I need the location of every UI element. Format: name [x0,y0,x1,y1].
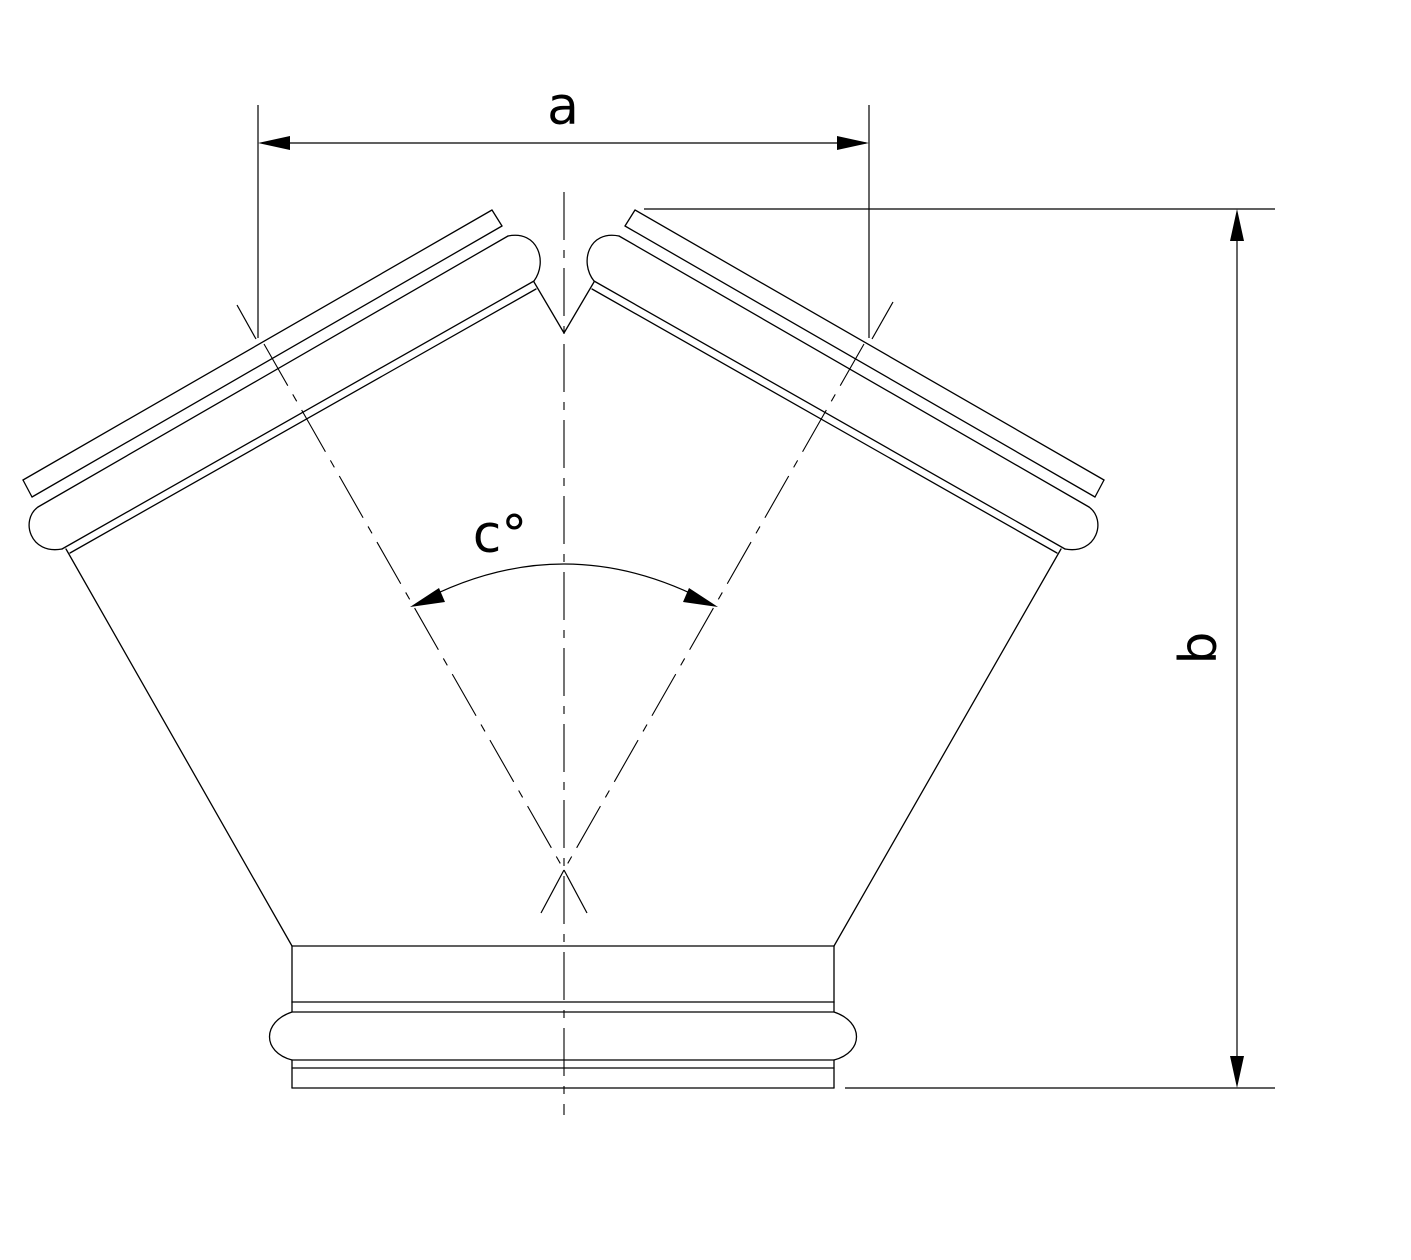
right-branch-flange [586,209,1105,554]
label-angle: c° [473,505,528,565]
spigot-bead-left [268,1001,293,1061]
left-flange-bead-outer [28,506,63,551]
dimension-b: b [644,208,1275,1089]
dimension-angle: c° [410,505,718,607]
right-flange-edge-top [634,209,1105,481]
angle-arc [415,563,713,605]
left-flange-bead-inner [507,234,541,282]
arrowhead-left [258,136,290,150]
left-flange-line-4 [69,288,537,554]
branch-axis-right [563,343,865,871]
left-flange-end-outer [22,479,33,498]
right-flange-line-2 [618,235,1090,508]
label-b: b [1169,631,1229,664]
left-flange-line-3 [61,280,535,550]
left-branch-flange [22,209,541,554]
left-flange-line-2 [37,235,509,508]
right-flange-end-outer [1094,479,1105,498]
axis-cross-left [540,869,565,914]
spigot-bead-right [833,1001,858,1061]
tick-right [871,301,894,340]
right-flange-bead-outer [1064,506,1099,551]
arrowhead-right [837,136,869,150]
left-flange-end-inner [491,209,503,227]
right-flange-line-3 [593,280,1066,550]
right-flange-line-4 [591,288,1058,554]
arrowhead-bottom [1230,1056,1244,1088]
axis-cross-right [563,869,588,914]
left-flange-edge-top [22,209,493,481]
angle-arrowhead-right [683,588,718,607]
axis-lines [236,192,894,1115]
label-a: a [547,77,579,137]
right-flange-end-inner [624,209,636,227]
right-flange-line-1 [624,225,1096,498]
branch-crotch [533,281,595,334]
outer-wall-right [833,548,1062,947]
tick-left [236,304,257,340]
right-flange-bead-inner [586,234,620,282]
angle-arrowhead-left [410,588,445,607]
branch-axis-left [263,343,565,871]
dimension-a: a [257,77,870,338]
outer-wall-left [65,548,293,947]
arrowhead-top [1230,209,1244,241]
fitting-body [65,281,1062,947]
left-flange-line-1 [31,225,503,498]
bottom-spigot [268,945,858,1089]
